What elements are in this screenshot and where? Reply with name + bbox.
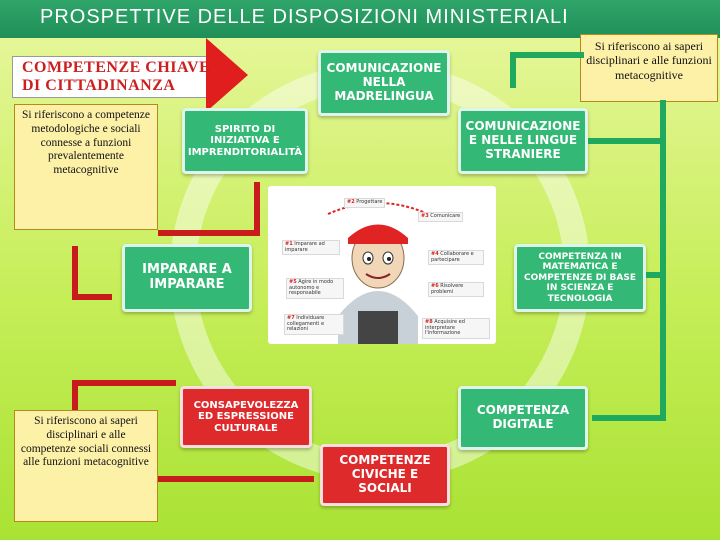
connector-line [72, 380, 176, 386]
box-lingue-straniere[interactable]: Comunicazione e nelle lingue straniere [458, 108, 588, 174]
key-competences-banner [12, 56, 210, 98]
connector-line [72, 294, 112, 300]
infographic-item-7: #7 Individuare collegamenti e relazioni [284, 314, 344, 335]
key-competences-line1: COMPETENZE CHIAVE [22, 59, 211, 76]
infographic-item-6: #6 Risolvere problemi [428, 282, 484, 297]
connector-line [646, 272, 666, 278]
connector-line [72, 380, 78, 410]
connector-line [660, 100, 666, 420]
connector-line [592, 415, 666, 421]
red-arrow-icon [206, 38, 248, 112]
header-bar: PROSPETTIVE DELLE DISPOSIZIONI MINISTERI… [0, 0, 720, 38]
connector-line [510, 52, 516, 88]
box-madrelingua[interactable]: Comunicazione nella madrelingua [318, 50, 450, 116]
key-competences-title: COMPETENZE CHIAVE DI CITTADINANZA [22, 60, 210, 94]
student-illustration [327, 202, 429, 344]
note-left-bottom: Si riferiscono ai saperi disciplinari e … [14, 410, 158, 522]
connector-line [72, 246, 78, 300]
box-civiche[interactable]: Competenze civiche e sociali [320, 444, 450, 506]
connector-line [254, 182, 260, 230]
note-top-right: Si riferiscono ai saperi disciplinari e … [580, 34, 718, 102]
infographic-item-2: #2 Progettare [344, 198, 386, 208]
connector-line [158, 230, 260, 236]
infographic-item-8: #8 Acquisire ed interpretare l'informazi… [422, 318, 490, 339]
box-iniziativa[interactable]: Spirito di iniziativa e imprenditorialit… [182, 108, 308, 174]
note-left-top: Si riferiscono a competenze metodologich… [14, 104, 158, 230]
connector-line [588, 138, 664, 144]
key-competences-line2: DI CITTADINANZA [22, 77, 176, 94]
infographic-item-1: #1 Imparare ad imparare [282, 240, 340, 255]
box-consapevolezza[interactable]: Consapevolezza ed espressione culturale [180, 386, 312, 448]
connector-line [510, 52, 584, 58]
box-digitale[interactable]: Competenza digitale [458, 386, 588, 450]
box-imparare[interactable]: Imparare a imparare [122, 244, 252, 312]
competences-infographic: #2 Progettare #3 Comunicare #1 Imparare … [268, 186, 496, 344]
infographic-item-3: #3 Comunicare [418, 212, 464, 222]
page-title: PROSPETTIVE DELLE DISPOSIZIONI MINISTERI… [40, 6, 569, 28]
infographic-item-5: #5 Agire in modo autonomo e responsabile [286, 278, 344, 299]
infographic-item-4: #4 Collaborare e partecipare [428, 250, 484, 265]
box-matematica[interactable]: Competenza in matematica e competenze di… [514, 244, 646, 312]
connector-line [158, 476, 314, 482]
